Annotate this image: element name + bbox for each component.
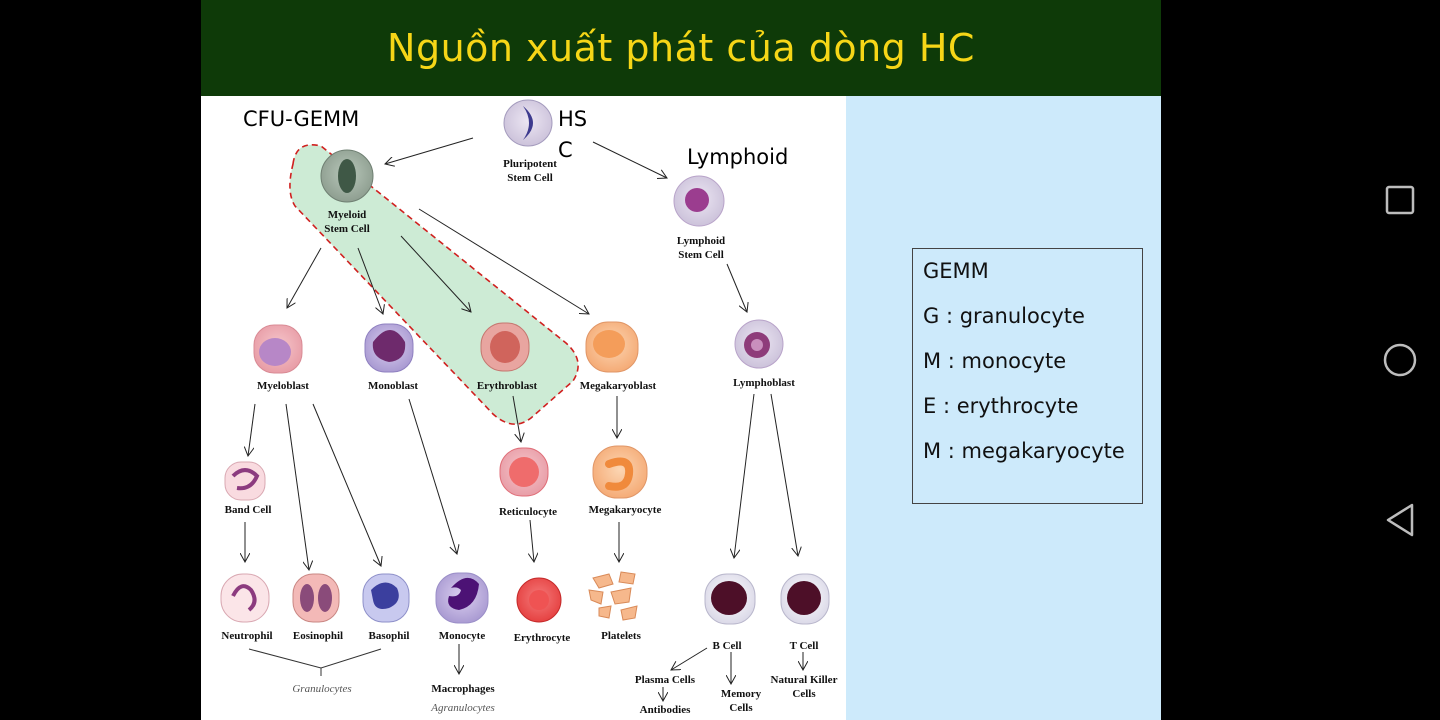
pluripotent-label-2: Stem Cell — [507, 172, 553, 184]
megakaryocyte-label: Megakaryocyte — [589, 504, 662, 516]
myeloid-stem-cell-icon — [320, 149, 374, 203]
nk-cells-label-2: Cells — [792, 688, 816, 700]
macrophages-label: Macrophages — [431, 683, 495, 695]
slide-title: Nguồn xuất phát của dòng HC — [387, 26, 975, 70]
eosinophil-icon — [292, 573, 340, 623]
hematopoiesis-diagram: Pluripotent Stem Cell CFU-GEMM HS C Lymp… — [201, 96, 846, 720]
monocyte-icon — [435, 572, 489, 624]
pluripotent-stem-cell-icon — [503, 99, 553, 147]
myeloblast-icon — [253, 324, 303, 374]
circle-home-icon — [1383, 343, 1417, 377]
monoblast-label: Monoblast — [368, 380, 418, 392]
plasma-cells-label: Plasma Cells — [635, 674, 696, 686]
slide: Nguồn xuất phát của dòng HC — [201, 0, 1161, 720]
lymphoblast-label: Lymphoblast — [733, 377, 795, 389]
neutrophil-label: Neutrophil — [221, 630, 272, 642]
myeloid-label-2: Stem Cell — [324, 223, 370, 235]
megakaryoblast-icon — [585, 321, 639, 373]
megakaryoblast-label: Megakaryoblast — [580, 380, 657, 392]
basophil-label: Basophil — [369, 630, 410, 642]
band-cell-label: Band Cell — [225, 504, 272, 516]
legend-granulocyte: G : granulocyte — [923, 304, 1085, 328]
hsc-label-line2: C — [558, 138, 573, 162]
hsc-label-line1: HS — [558, 107, 587, 131]
memory-cells-label-1: Memory — [721, 688, 762, 700]
triangle-back-icon — [1386, 503, 1414, 537]
erythrocyte-icon — [516, 577, 562, 623]
legend-title: GEMM — [923, 259, 989, 283]
diagram-svg: Pluripotent Stem Cell CFU-GEMM HS C Lymp… — [220, 99, 838, 716]
monoblast-icon — [364, 323, 414, 373]
pluripotent-label-1: Pluripotent — [503, 158, 557, 170]
agranulocytes-label: Agranulocytes — [430, 702, 495, 714]
recent-apps-button[interactable] — [1380, 180, 1420, 220]
reticulocyte-icon — [499, 447, 549, 497]
band-cell-icon — [224, 461, 266, 501]
megakaryocyte-icon — [592, 445, 648, 499]
memory-cells-label-2: Cells — [729, 702, 753, 714]
granulocytes-label: Granulocytes — [292, 683, 351, 695]
eosinophil-label: Eosinophil — [293, 630, 343, 642]
cfu-gemm-label: CFU-GEMM — [243, 107, 359, 131]
myeloid-label-1: Myeloid — [328, 209, 367, 221]
t-cell-label: T Cell — [790, 640, 819, 652]
square-recent-apps-icon — [1385, 185, 1415, 215]
reticulocyte-label: Reticulocyte — [499, 506, 557, 518]
erythroblast-label: Erythroblast — [477, 380, 538, 392]
back-button[interactable] — [1380, 500, 1420, 540]
lymphoid-stem-cell-icon — [673, 175, 725, 227]
erythrocyte-label: Erythrocyte — [514, 632, 571, 644]
granulocyte-bracket — [248, 648, 382, 676]
myeloblast-label: Myeloblast — [257, 380, 309, 392]
legend-erythrocyte: E : erythrocyte — [923, 394, 1079, 418]
lineage-arrows — [245, 137, 803, 701]
b-cell-label: B Cell — [712, 640, 741, 652]
home-button[interactable] — [1380, 340, 1420, 380]
lymphoid-stem-label-1: Lymphoid — [677, 235, 725, 247]
lymphoid-label: Lymphoid — [687, 145, 788, 169]
nk-cells-label-1: Natural Killer — [771, 674, 838, 686]
legend-monocyte: M : monocyte — [923, 349, 1067, 373]
legend-megakaryocyte: M : megakaryocyte — [923, 439, 1125, 463]
gemm-legend-box: GEMM G : granulocyte M : monocyte E : er… — [912, 248, 1143, 504]
neutrophil-icon — [220, 573, 270, 623]
platelets-label: Platelets — [601, 630, 641, 642]
t-cell-icon — [780, 573, 830, 625]
platelets-icon — [588, 571, 638, 621]
title-bar: Nguồn xuất phát của dòng HC — [201, 0, 1161, 96]
lymphoid-stem-label-2: Stem Cell — [678, 249, 724, 261]
b-cell-icon — [704, 573, 756, 625]
basophil-icon — [362, 573, 410, 623]
monocyte-label: Monocyte — [439, 630, 486, 642]
antibodies-label: Antibodies — [640, 704, 691, 716]
erythroblast-icon — [480, 322, 530, 372]
lymphoblast-icon — [734, 319, 784, 369]
